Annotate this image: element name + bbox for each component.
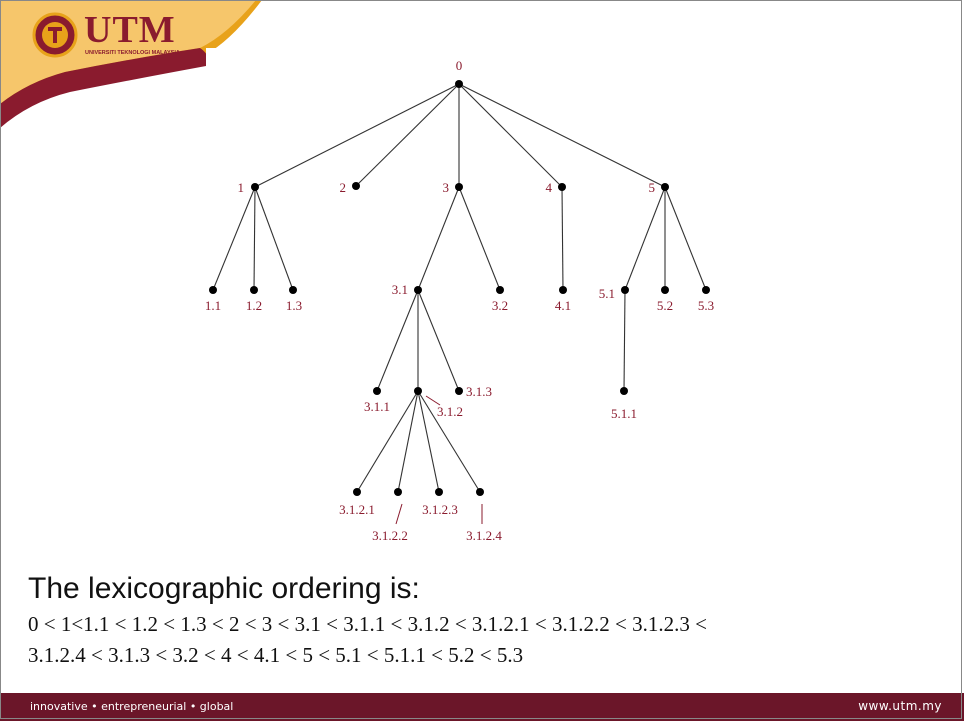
- tree-edge: [356, 390, 419, 493]
- tree-node: [559, 286, 567, 294]
- tree-node: [621, 286, 629, 294]
- tree-edge: [624, 186, 666, 291]
- tree-node: [558, 183, 566, 191]
- tree-node: [435, 488, 443, 496]
- logo-subtitle: UNIVERSITI TEKNOLOGI MALAYSIA: [85, 50, 180, 56]
- tree-node: [620, 387, 628, 395]
- tree-edges: [212, 83, 707, 493]
- tree-node: [353, 488, 361, 496]
- tree-node: [251, 183, 259, 191]
- tree-node-label: 5.2: [657, 298, 673, 313]
- ordering-line-2: 3.1.2.4 < 3.1.3 < 3.2 < 4 < 4.1 < 5 < 5.…: [28, 643, 524, 667]
- tree-node: [414, 286, 422, 294]
- tree-node: [476, 488, 484, 496]
- tree-node: [455, 183, 463, 191]
- label-leader-line: [395, 503, 403, 525]
- tree-node-label: 0: [456, 58, 463, 73]
- tree-edge: [623, 289, 626, 392]
- tree-edge: [254, 186, 294, 291]
- tree-node: [289, 286, 297, 294]
- tree-node-label: 5: [649, 180, 656, 195]
- tree-node-label: 4: [546, 180, 553, 195]
- tree-node-label: 3.1.2.2: [372, 528, 408, 543]
- tree-edge: [355, 83, 460, 187]
- logo-white-patch: [206, 48, 266, 108]
- utm-seal-icon: [32, 12, 78, 58]
- label-leader-line: [425, 395, 441, 406]
- tree-node-label: 3.1.2.4: [466, 528, 502, 543]
- tree-nodes: [209, 80, 710, 496]
- tree-node-label: 3.1.2.3: [422, 502, 458, 517]
- tree-edge: [458, 83, 666, 188]
- tree-node: [250, 286, 258, 294]
- tree-node-label: 2: [340, 180, 347, 195]
- logo-wordmark: UTM: [84, 9, 176, 51]
- tree-diagram: 0 1 2 3 4 5 1.1 1.2 1.3 3.1 3.2 4.1 5.1 5.2 5.3 3.1.1 3.…: [205, 58, 714, 543]
- tree-node-label: 5.1: [599, 286, 615, 301]
- ordering-line-1: 0 < 1<1.1 < 1.2 < 1.3 < 2 < 3 < 3.1 < 3.…: [28, 612, 707, 636]
- tree-node-label: 3.1.1: [364, 399, 390, 414]
- tree-node: [414, 387, 422, 395]
- tree-node-label: 3: [443, 180, 450, 195]
- tree-node-label: 3.1.3: [466, 384, 492, 399]
- tree-node-label: 3.2: [492, 298, 508, 313]
- tree-edge: [376, 289, 419, 392]
- tree-node-label: 1: [238, 180, 245, 195]
- tree-node-label: 3.1: [392, 282, 408, 297]
- tree-node-label: 3.1.2.1: [339, 502, 375, 517]
- tree-edge: [212, 186, 256, 291]
- tree-node-label: 1.1: [205, 298, 221, 313]
- utm-logo: UTM UNIVERSITI TEKNOLOGI MALAYSIA: [28, 8, 180, 70]
- tree-node: [394, 488, 402, 496]
- tree-edge: [458, 83, 563, 188]
- tree-edge: [253, 186, 256, 291]
- tree-edge: [561, 186, 564, 291]
- footer-bar: innovative • entrepreneurial • global ww…: [0, 693, 964, 721]
- tree-edge: [458, 186, 501, 291]
- tree-node-label: 5.1.1: [611, 406, 637, 421]
- tree-edge: [417, 186, 460, 291]
- tree-node: [455, 80, 463, 88]
- tree-node-label: 4.1: [555, 298, 571, 313]
- tree-edge: [664, 186, 707, 291]
- tree-node: [209, 286, 217, 294]
- tree-edge: [417, 289, 460, 392]
- tree-node-label: 1.3: [286, 298, 302, 313]
- tree-node: [661, 183, 669, 191]
- tree-node: [661, 286, 669, 294]
- tree-edge: [254, 83, 460, 188]
- tree-node: [496, 286, 504, 294]
- footer-tagline: innovative • entrepreneurial • global: [30, 700, 234, 713]
- tree-edge: [417, 390, 481, 493]
- tree-node: [702, 286, 710, 294]
- tree-edge: [397, 390, 419, 493]
- tree-node: [373, 387, 381, 395]
- tree-node: [352, 182, 360, 190]
- tree-node-label: 5.3: [698, 298, 714, 313]
- tree-node-label: 3.1.2: [437, 404, 463, 419]
- tree-edge: [417, 390, 440, 493]
- footer-url: www.utm.my: [858, 699, 942, 713]
- tree-node: [455, 387, 463, 395]
- ordering-heading: The lexicographic ordering is:: [28, 572, 420, 605]
- tree-labels: 0 1 2 3 4 5 1.1 1.2 1.3 3.1 3.2 4.1 5.1 5.2 5.3 3.1.1 3.…: [205, 58, 714, 543]
- tree-node-label: 1.2: [246, 298, 262, 313]
